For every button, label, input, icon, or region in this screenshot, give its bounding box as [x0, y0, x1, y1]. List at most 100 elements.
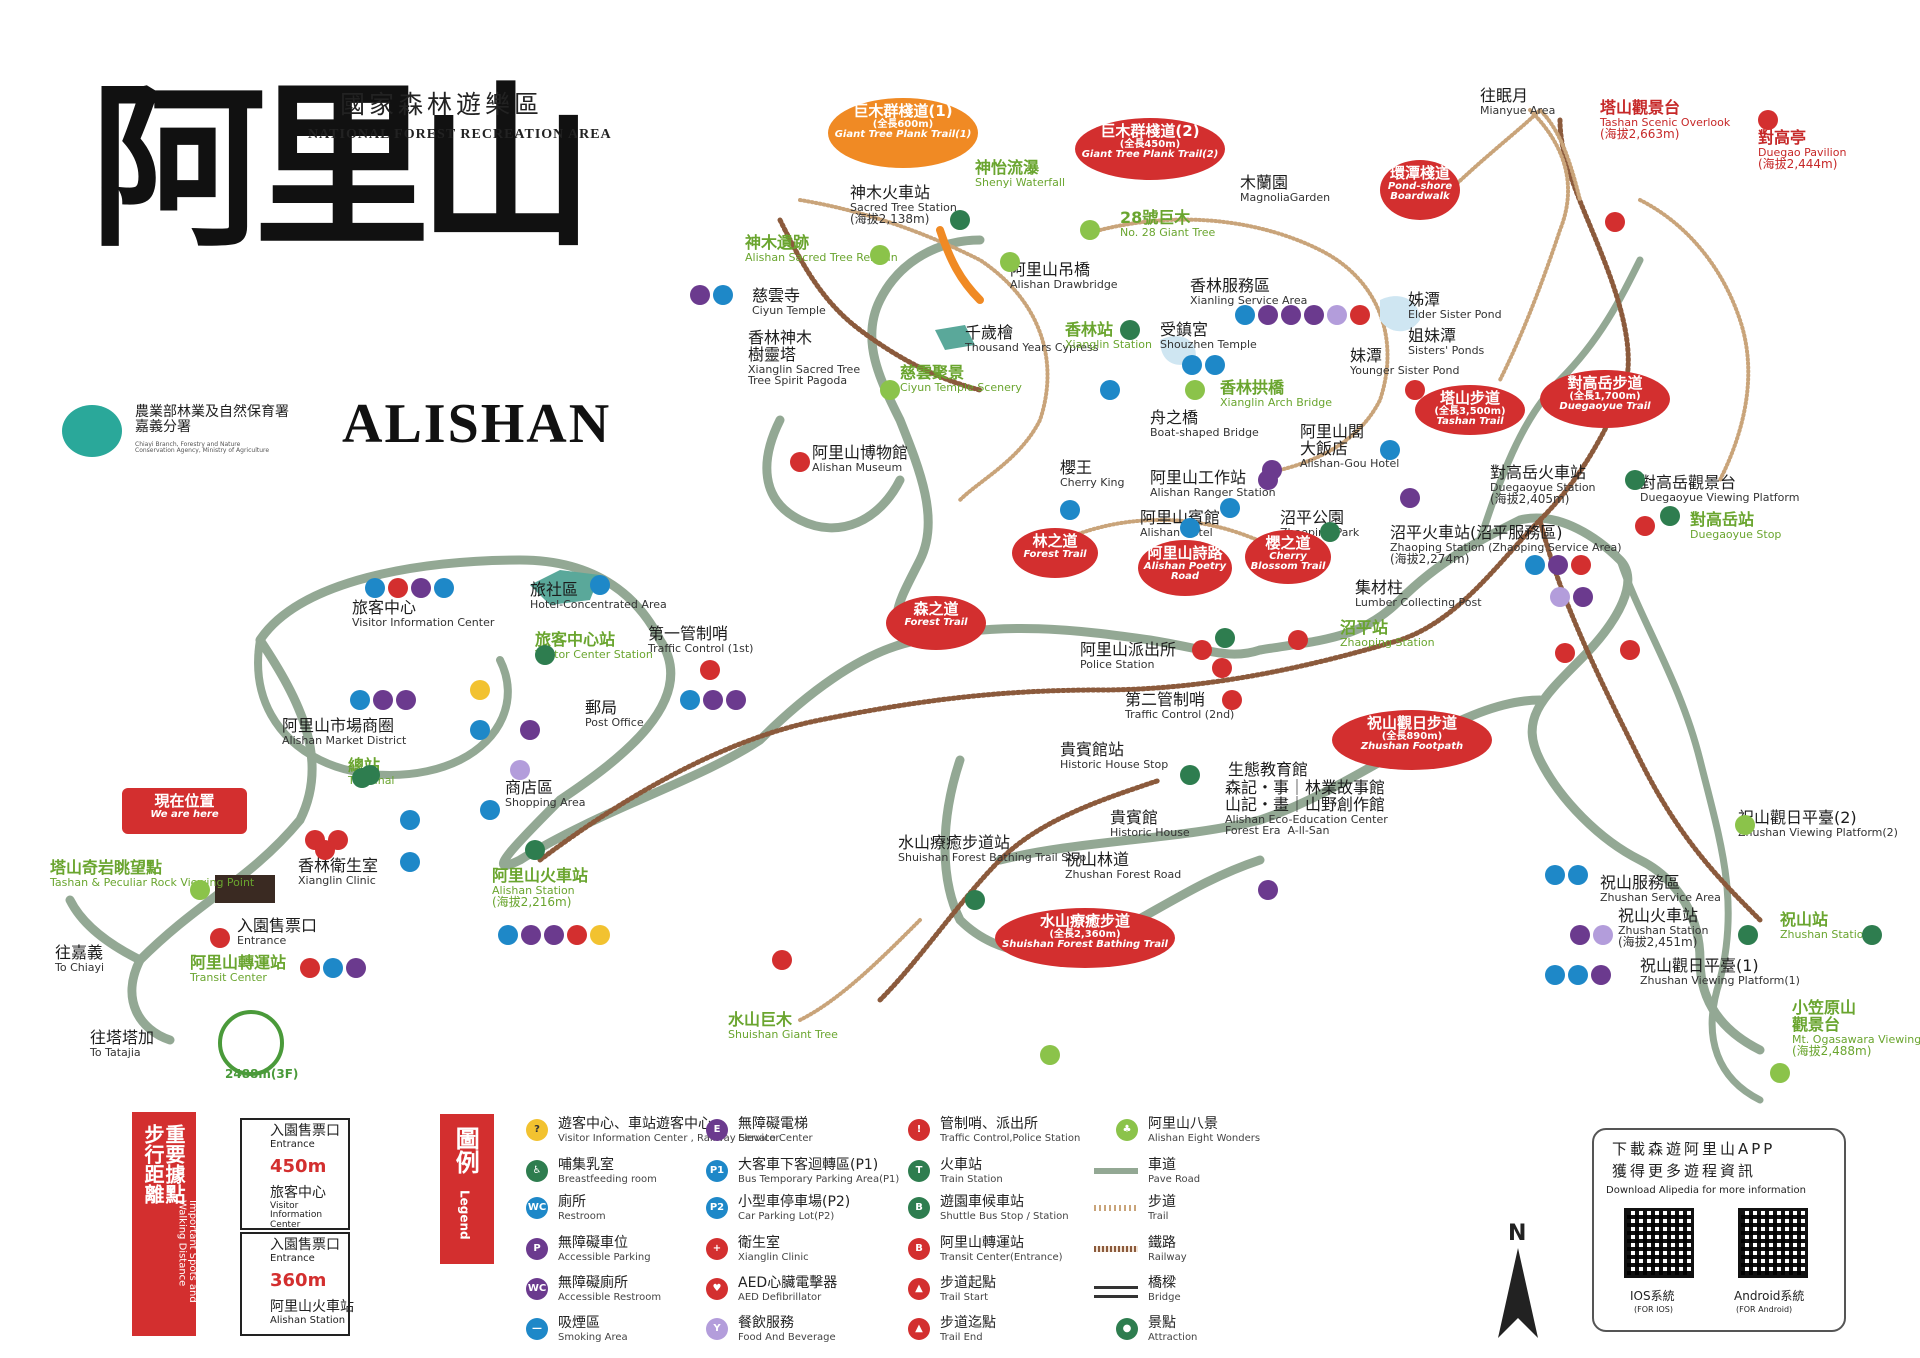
trail-bubble-text: 森之道 — [913, 600, 959, 618]
legend-symbol: ♣ — [1116, 1119, 1138, 1141]
facility-icon — [590, 925, 610, 945]
trail-bubble: 對高岳步道(全長1,700m)Duegaoyue Trail — [1540, 370, 1670, 428]
qr-ios[interactable] — [1624, 1208, 1694, 1278]
legend-label-en: AED Defibrillator — [738, 1292, 822, 1303]
trail-bubble-text: 現在位置 — [154, 792, 215, 810]
box1-a-zh: 入園售票口 — [270, 1123, 340, 1139]
place-label-en: Alishan Eco-Education Center Forest Era … — [1225, 812, 1388, 838]
trail-giant-tree — [798, 198, 1050, 502]
facility-icon — [411, 578, 431, 598]
legend-label-zh: 吸煙區 — [558, 1315, 600, 1331]
facility-icon — [590, 575, 610, 595]
legend-symbol — [1094, 1246, 1138, 1252]
legend-symbol — [1094, 1168, 1138, 1174]
facility-icon — [470, 680, 490, 700]
legend-symbol: ? — [526, 1119, 548, 1141]
facility-icon — [1660, 506, 1680, 526]
app-zh1: 下載森遊阿里山APP — [1612, 1140, 1776, 1158]
place-label-en: Alishan Station — [492, 883, 575, 897]
place-label-en: Zhushan Viewing Platform(2) — [1738, 825, 1898, 839]
legend-label-en: Train Station — [940, 1174, 1003, 1185]
place-label-en: Duegaoyue Stop — [1690, 527, 1782, 541]
place-label-en: Shuishan Forest Bathing Trail Stop — [898, 850, 1087, 864]
legend-label-en: Elevator — [738, 1133, 780, 1144]
place-label-zh: 祝山站 — [1780, 910, 1829, 929]
legend-symbol: — — [526, 1318, 548, 1340]
place-label-zh: 姊潭 — [1408, 290, 1441, 309]
facility-icon — [346, 958, 366, 978]
legend-label-zh: 步道 — [1148, 1194, 1176, 1210]
place-label-zh: 往眠月 — [1480, 86, 1529, 105]
legend-symbol: P — [526, 1238, 548, 1260]
facility-icon — [373, 690, 393, 710]
facility-icon — [1620, 640, 1640, 660]
legend-symbol: P2 — [706, 1197, 728, 1219]
facility-icon — [870, 245, 890, 265]
place-label-zh: 往塔塔加 — [90, 1028, 155, 1047]
legend-label-zh: 無障礙車位 — [558, 1235, 628, 1251]
railway-north — [777, 217, 983, 393]
trail-bubble-text: Forest Trail — [1023, 548, 1087, 560]
trail-bubble: 水山療癒步道(全長2,360m)Shuishan Forest Bathing … — [995, 908, 1175, 968]
place-label-zh: 香林站 — [1065, 320, 1114, 339]
place-label-zh: 神木遺跡 — [745, 233, 810, 252]
legend-label-en: Food And Beverage — [738, 1332, 836, 1343]
legend-label-zh: 小型車停車場(P2) — [738, 1194, 851, 1210]
place-label-zh: 對高岳火車站 — [1490, 463, 1587, 482]
trail-bubble-text: Giant Tree Plank Trail(2) — [1081, 149, 1219, 161]
facility-icon — [772, 950, 792, 970]
place-label-zh: 對高亭 — [1758, 128, 1807, 147]
place-label-zh: 阿里山賓館 — [1140, 508, 1221, 527]
legend-label-zh: 步道迄點 — [940, 1315, 996, 1331]
place-label-en: Alishan Market District — [282, 733, 407, 747]
facility-icon — [1555, 643, 1575, 663]
facility-icon — [365, 578, 385, 598]
legend-label-zh: 鐵路 — [1148, 1235, 1176, 1251]
place-label-zh: 阿里山閣 大飯店 — [1300, 422, 1365, 458]
place-label-altitude: (海拔2,274m) — [1390, 552, 1470, 567]
trail-plank1 — [936, 226, 984, 304]
qr-android[interactable] — [1738, 1208, 1808, 1278]
facility-icon — [1182, 355, 1202, 375]
legend-symbol: WC — [526, 1197, 548, 1219]
facility-icon — [680, 690, 700, 710]
facility-icon — [1568, 965, 1588, 985]
facility-icon — [1545, 965, 1565, 985]
place-label-en: To Chiayi — [55, 960, 105, 974]
place-label-zh: 對高岳站 — [1690, 510, 1755, 529]
facility-icon — [498, 925, 518, 945]
place-label-zh: 阿里山博物館 — [812, 443, 909, 462]
place-label-en: Xianglin Sacred Tree Tree Spirit Pagoda — [748, 362, 861, 388]
place-label-en: Historic House Stop — [1060, 757, 1169, 771]
facility-icon — [1281, 305, 1301, 325]
cypress-shape — [935, 325, 975, 350]
facility-icon — [352, 768, 372, 788]
walking-box-2: 入園售票口 Entrance 360m 阿里山火車站 Alishan Stati… — [240, 1232, 354, 1336]
place-label-zh: 祝山觀日平臺(2) — [1738, 808, 1857, 827]
place-label-en: Xianglin Arch Bridge — [1220, 395, 1333, 409]
legend-label-zh: 步道起點 — [940, 1275, 996, 1291]
facility-icon — [1327, 305, 1347, 325]
place-label-zh: 阿里山工作站 — [1150, 468, 1247, 487]
place-label-en: Shopping Area — [505, 795, 586, 809]
legend-symbol — [1094, 1205, 1138, 1211]
trail-bubble-text: Forest Trail — [904, 616, 968, 628]
facility-icon — [1080, 220, 1100, 240]
facility-icon — [1120, 320, 1140, 340]
place-label-zh: 神怡流瀑 — [975, 158, 1040, 177]
place-label-zh: 塔山奇岩眺望點 — [50, 858, 163, 877]
